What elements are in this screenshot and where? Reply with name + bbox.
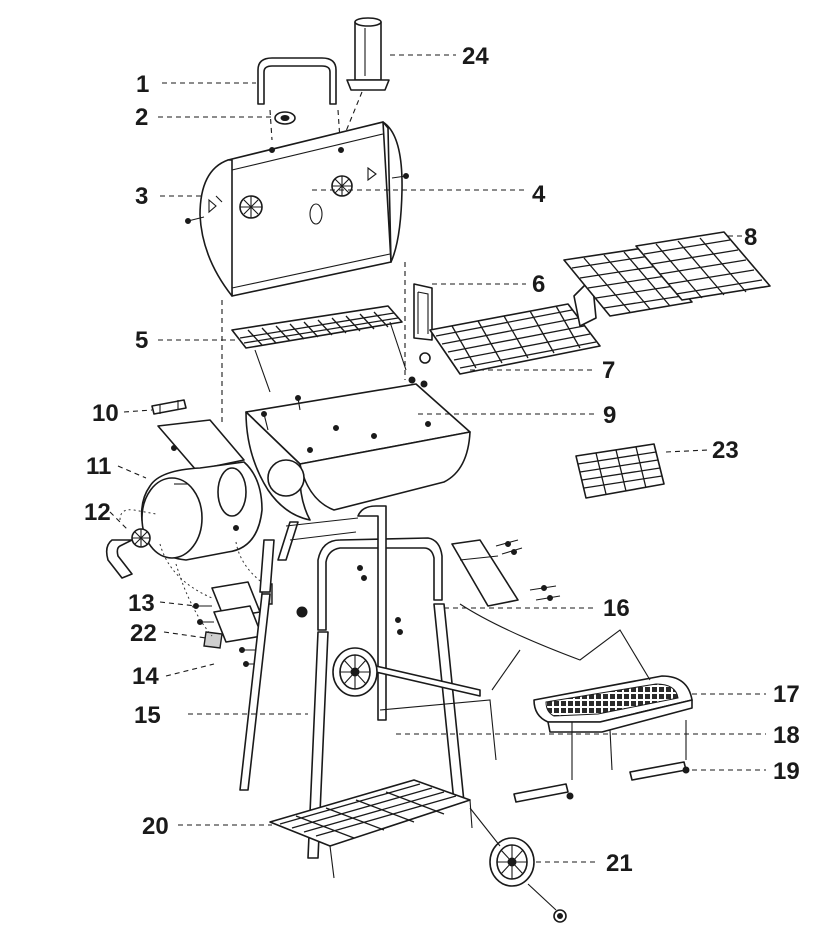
callout-22: 22 (130, 620, 157, 647)
callout-10: 10 (92, 400, 119, 427)
part-lid (185, 121, 409, 297)
callout-8: 8 (744, 224, 757, 251)
callout-19: 19 (773, 758, 800, 785)
callout-7: 7 (602, 357, 615, 384)
callout-6: 6 (532, 271, 545, 298)
callout-5: 5 (135, 327, 148, 354)
callout-labels: 1 2 3 4 5 6 7 8 9 10 11 12 13 14 15 16 1… (84, 43, 800, 877)
part-side-shelf (408, 277, 601, 388)
callout-11: 11 (86, 453, 111, 480)
part-lower-bowl (245, 383, 471, 521)
callout-12: 12 (84, 499, 111, 526)
callout-3: 3 (135, 183, 148, 210)
leader-lines (109, 54, 766, 863)
callout-14: 14 (132, 663, 159, 690)
part-axle-and-bars (349, 659, 690, 803)
part-cooking-grates (563, 231, 771, 317)
callout-9: 9 (603, 402, 616, 429)
part-wheel-upper (296, 606, 378, 697)
callout-20: 20 (142, 813, 169, 840)
part-charcoal-grate (575, 443, 665, 499)
part-offset-firebox (140, 419, 263, 561)
part-door-handle (105, 509, 157, 579)
part-bottom-shelf (269, 779, 473, 879)
part-wheel-lower (469, 807, 567, 923)
callout-4: 4 (532, 181, 546, 208)
callout-18: 18 (773, 722, 800, 749)
callout-1: 1 (136, 71, 149, 98)
callout-21: 21 (606, 850, 633, 877)
callout-2: 2 (135, 104, 148, 131)
callout-17: 17 (773, 681, 800, 708)
part-rear-brackets (451, 539, 561, 607)
part-warming-grate (221, 262, 407, 425)
callout-24: 24 (462, 43, 489, 70)
callout-23: 23 (712, 437, 739, 464)
part-firebox-handle (151, 399, 187, 415)
callout-13: 13 (128, 590, 155, 617)
callout-16: 16 (603, 595, 630, 622)
part-lid-handle (257, 57, 341, 141)
part-front-shelf (459, 603, 693, 733)
part-temp-gauge (274, 111, 296, 125)
callout-15: 15 (134, 702, 161, 729)
